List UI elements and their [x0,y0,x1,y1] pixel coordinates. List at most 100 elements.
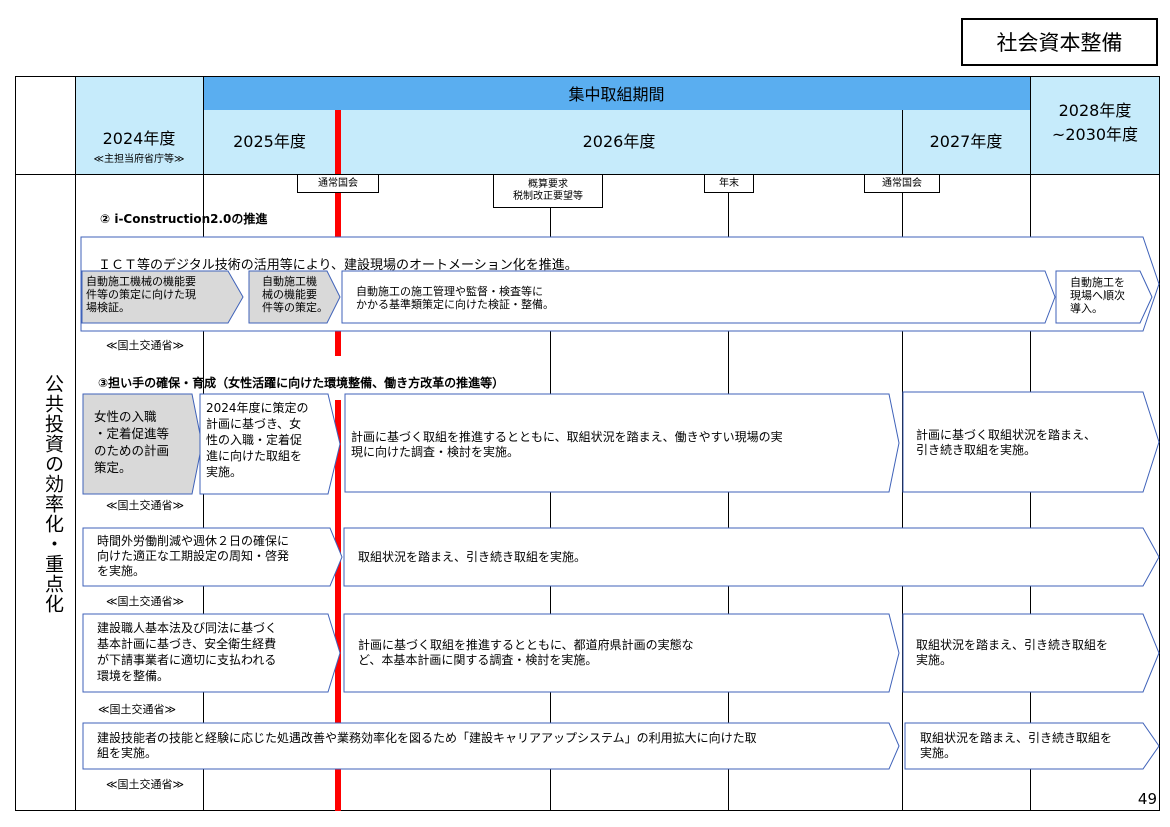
intensive-period-label: 集中取組期間 [568,85,665,104]
roadmap-table-frame [15,76,1160,811]
ccus-expand-text: 建設技能者の技能と経験に応じた処遇改善や業務効率化を図るため「建設キャリアアップ… [97,731,897,761]
ccus-continue-text: 取組状況を踏まえ、引き続き取組を 実施。 [920,731,1155,761]
arrow-ccus-continue [904,722,1160,770]
auto-introduce-line3: 導入。 [1070,302,1103,315]
row1-ministry: ≪国土交通省≫ [106,499,185,512]
year-2025-label: 2025年度 [233,132,306,151]
arrow-women-plan [82,393,203,495]
arrow-auto-introduce [1055,270,1153,324]
women-implement-text: 2024年度に策定の 計画に基づき、女 性の入職・定着促 進に向けた取組を 実施… [206,400,336,480]
row2-ministry: ≪国土交通省≫ [106,595,185,608]
auto-verification-line1: 自動施工機械の機能要 [86,275,196,288]
section-2-title: ② i-Construction2.0の推進 [100,212,268,226]
auto-verification-line2: 件等の策定に向けた現 [86,288,196,301]
auto-verification-line3: 場検証。 [86,301,130,314]
safety-research-text: 計画に基づく取組を推進するとともに、都道府県計画の実態な ど、本基本計画に関する… [358,638,898,668]
header-2028-cell [1030,76,1160,174]
side-category-label: 公共投資の効率化・重点化 [42,374,64,614]
year-2027-label: 2027年度 [929,132,1003,151]
auto-spec-line3: 件等の策定。 [262,301,328,314]
arrow-safety-continue [902,613,1160,693]
arrow-safety-research [343,613,900,693]
women-continue-line1: 計画に基づく取組状況を踏まえ、 [916,428,1097,442]
event-budget-request: 概算要求 税制改正要望等 [493,174,603,208]
auto-introduce-text: 自動施工を 現場へ順次 導入。 [1070,276,1145,315]
arrow-overtime-awareness [82,527,343,587]
event-ordinary-diet-1: 通常国会 [297,174,379,193]
page-number: 49 [1137,790,1157,808]
women-implement-line3: 性の入職・定着促 [206,433,303,447]
safety-environment-line1: 建設職人基本法及び同法に基づく [97,621,278,635]
category-tag: 社会資本整備 [961,18,1158,66]
section-2-ministry: ≪国土交通省≫ [106,339,185,352]
current-date-red-line-top [335,110,341,356]
auto-spec-line2: 械の機能要 [262,288,317,301]
safety-environment-line2: 基本計画に基づき、安全衛生経費 [97,637,277,651]
arrow-women-research [344,393,900,493]
arrow-women-implement [199,393,341,495]
auto-spec-text: 自動施工機 械の機能要 件等の策定。 [262,275,342,314]
arrow-safety-environment [82,613,341,693]
arrow-ccus-expand [82,722,900,770]
auto-standards-line1: 自動施工の施工管理や監督・検査等に [356,285,543,298]
auto-verification-text: 自動施工機械の機能要 件等の策定に向けた現 場検証。 [86,275,231,314]
ccus-expand-line1: 建設技能者の技能と経験に応じた処遇改善や業務効率化を図るため「建設キャリアアップ… [97,731,757,745]
intensive-period-header: 集中取組期間 [203,76,1030,110]
safety-continue-line2: 実施。 [916,653,953,667]
ccus-continue-line2: 実施。 [920,746,957,760]
auto-introduce-line2: 現場へ順次 [1070,289,1125,302]
event-budget-request-line2: 税制改正要望等 [513,191,583,202]
ccus-expand-line2: 組を実施。 [97,746,158,760]
safety-environment-line4: 環境を整備。 [97,669,170,683]
women-implement-line5: 実施。 [206,465,243,479]
women-implement-line4: 進に向けた取組を [206,449,303,463]
year-2030-label: ~2030年度 [1051,125,1139,144]
overtime-awareness-line2: 向けた適正な工期設定の周知・啓発 [97,549,290,563]
safety-continue-line1: 取組状況を踏まえ、引き続き取組を [916,638,1109,652]
arrow-auto-verification [81,270,244,324]
women-research-line1: 計画に基づく取組を推進するとともに、取組状況を踏まえ、働きやすい現場の実 [351,430,783,444]
auto-introduce-line1: 自動施工を [1070,276,1125,289]
women-implement-line1: 2024年度に策定の [206,401,309,415]
event-ordinary-diet-2: 通常国会 [864,174,940,193]
side-column-divider [75,76,76,811]
section-3-title: ③担い手の確保・育成（女性活躍に向けた環境整備、働き方改革の推進等） [98,376,505,390]
safety-environment-line3: が下請事業者に適切に支払われる [97,653,277,667]
safety-continue-text: 取組状況を踏まえ、引き続き取組を 実施。 [916,638,1151,668]
current-date-red-line-bottom [335,400,341,811]
auto-standards-line2: かかる基準類策定に向けた検証・整備。 [356,298,554,311]
year-2026-label: 2026年度 [582,132,656,151]
header-2024-cell [75,76,203,174]
arrow-women-continue [902,391,1160,493]
auto-spec-line1: 自動施工機 [262,275,317,288]
overtime-awareness-line1: 時間外労働削減や週休２日の確保に [97,534,290,548]
overtime-awareness-line3: を実施。 [97,564,146,578]
row3-ministry: ≪国土交通省≫ [98,703,177,716]
arrow-auto-spec [248,270,341,324]
lead-ministry-label: ≪主担当府省庁等≫ [93,154,185,165]
row4-ministry: ≪国土交通省≫ [106,778,185,791]
women-implement-line2: 計画に基づき、女 [206,417,302,431]
women-plan-line1: 女性の入職 [94,409,157,424]
year-2024-label: 2024年度 [102,129,176,148]
arrow-overtime-continue [343,527,1160,587]
year-2028-label: 2028年度 [1058,101,1132,120]
event-budget-request-line1: 概算要求 [528,179,568,190]
ict-main-text: ＩＣＴ等のデジタル技術の活用等により、建設現場のオートメーション化を推進。 [98,258,578,273]
safety-research-line2: ど、本基本計画に関する調査・検討を実施。 [358,653,598,667]
women-continue-line2: 引き続き取組を実施。 [916,443,1037,457]
arrow-auto-standards [341,270,1056,324]
women-research-text: 計画に基づく取組を推進するとともに、取組状況を踏まえ、働きやすい現場の実 現に向… [351,430,891,460]
women-plan-line3: のための計画 [94,443,170,458]
safety-research-line1: 計画に基づく取組を推進するとともに、都道府県計画の実態な [358,638,694,652]
women-plan-line4: 策定。 [94,460,132,475]
women-continue-text: 計画に基づく取組状況を踏まえ、 引き続き取組を実施。 [916,428,1146,458]
auto-standards-text: 自動施工の施工管理や監督・検査等に かかる基準類策定に向けた検証・整備。 [356,285,656,311]
women-research-line2: 現に向けた調査・検討を実施。 [351,445,520,459]
ccus-continue-line1: 取組状況を踏まえ、引き続き取組を [920,731,1113,745]
overtime-awareness-text: 時間外労働削減や週休２日の確保に 向けた適正な工期設定の周知・啓発 を実施。 [97,534,337,579]
safety-environment-text: 建設職人基本法及び同法に基づく 基本計画に基づき、安全衛生経費 が下請事業者に適… [97,620,337,684]
women-plan-line2: ・定着促進等 [94,426,170,441]
women-plan-text: 女性の入職 ・定着促進等 のための計画 策定。 [94,408,194,476]
